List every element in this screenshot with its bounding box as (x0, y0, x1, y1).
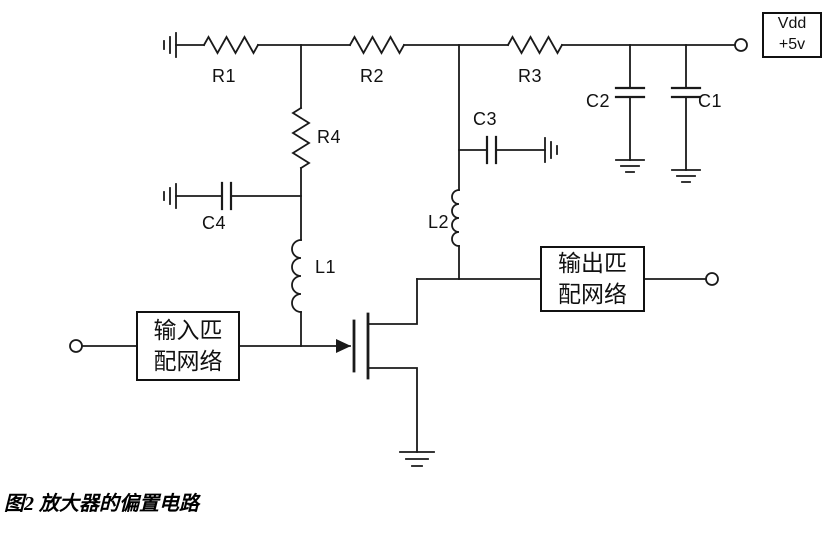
label-r4: R4 (317, 127, 342, 147)
label-c3: C3 (473, 109, 498, 129)
circuit-schematic (69, 32, 748, 467)
label-l2: L2 (428, 212, 450, 232)
resistor-r3 (506, 35, 564, 55)
figure-caption: 图2 放大器的偏置电路 (4, 493, 199, 515)
input-matching-network-box: 输入匹配网络 (136, 311, 240, 381)
capacitor-c2-plates (614, 86, 646, 99)
ground-icon-source (399, 451, 435, 467)
capacitor-c3-plates (485, 135, 498, 165)
label-c4: C4 (202, 213, 227, 233)
label-c1: C1 (698, 91, 723, 111)
ground-icon-c1 (671, 169, 701, 183)
output-matching-network-box: 输出匹配网络 (540, 246, 645, 312)
resistor-r4 (291, 106, 311, 170)
ground-icon-c4 (163, 183, 177, 209)
resistor-r2 (348, 35, 406, 55)
vdd-label: Vdd (777, 15, 807, 33)
ground-icon-top-left (163, 32, 177, 58)
label-r1: R1 (212, 66, 237, 86)
capacitor-c1-plates (670, 86, 702, 99)
inductor-l1 (291, 239, 302, 313)
resistor-r1 (202, 35, 260, 55)
capacitor-c4-plates (220, 181, 233, 211)
vdd-voltage: +5v (778, 36, 806, 53)
input-terminal (69, 339, 83, 353)
label-r2: R2 (360, 66, 385, 86)
ground-icon-c3 (544, 137, 558, 163)
transistor-drain-wire (367, 278, 418, 325)
input-matching-network-label: 输入匹配网络 (153, 316, 223, 374)
output-matching-network-label: 输出匹配网络 (558, 249, 627, 307)
vdd-supply-box: Vdd +5v (762, 12, 822, 58)
vdd-terminal (734, 38, 748, 52)
label-c2: C2 (586, 91, 611, 111)
output-terminal (705, 272, 719, 286)
transistor-source-wire (367, 367, 418, 453)
gate-arrow-icon (336, 339, 351, 353)
inductor-l2 (451, 189, 460, 247)
ground-icon-c2 (615, 159, 645, 173)
label-r3: R3 (518, 66, 543, 86)
label-l1: L1 (315, 257, 337, 277)
transistor (352, 278, 418, 453)
